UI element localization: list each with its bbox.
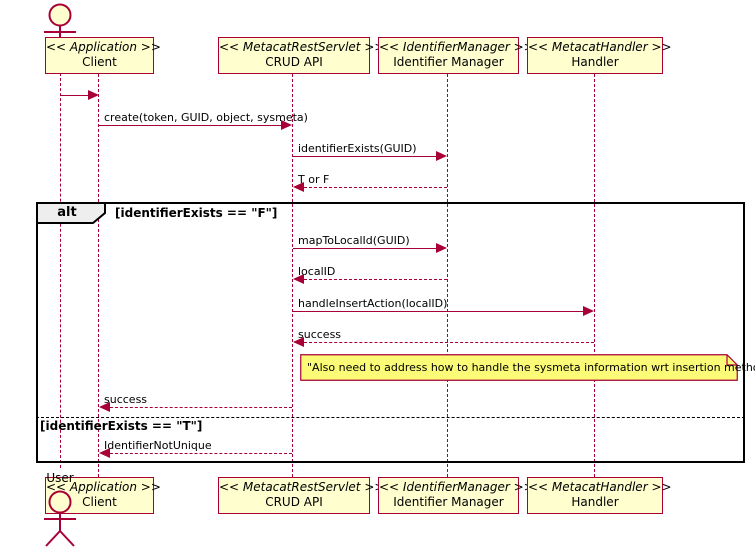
participant-stereotype: << MetacatHandler >> [528, 40, 672, 54]
message-label: success [104, 393, 148, 406]
participant-crud-api-top: << MetacatRestServlet >> CRUD API [218, 37, 385, 74]
message-label: mapToLocalId(GUID) [298, 234, 410, 247]
participant-handler-top: << MetacatHandler >> Handler [527, 37, 672, 74]
participant-stereotype: << MetacatHandler >> [528, 480, 672, 494]
participant-stereotype: << IdentifierManager >> [379, 40, 534, 54]
participant-crud-api-bottom: << MetacatRestServlet >> CRUD API [218, 477, 385, 514]
message-label: identifierExists(GUID) [298, 142, 417, 155]
participant-stereotype: << Application >> [46, 480, 161, 494]
actor-user-label-bottom: User [46, 471, 74, 485]
message-line [304, 279, 447, 280]
participant-stereotype: << IdentifierManager >> [379, 480, 534, 494]
lifeline-handler [594, 74, 595, 477]
message-line [304, 342, 594, 343]
message-label: T or F [298, 173, 330, 186]
participant-handler-bottom: << MetacatHandler >> Handler [527, 477, 672, 514]
alt-frame [36, 202, 745, 463]
message-label: success [298, 328, 342, 341]
message-label: IdentifierNotUnique [104, 439, 212, 452]
alt-operator-tab [37, 202, 106, 224]
message-arrowhead [293, 337, 304, 347]
participant-name: Handler [571, 55, 619, 69]
message-arrowhead [99, 402, 110, 412]
participant-stereotype: << MetacatRestServlet >> [219, 40, 385, 54]
participant-name: CRUD API [265, 495, 323, 509]
message-line [110, 407, 292, 408]
participant-identifier-manager-top: << IdentifierManager >> Identifier Manag… [378, 37, 534, 74]
participant-identifier-manager-bottom: << IdentifierManager >> Identifier Manag… [378, 477, 534, 514]
alt-operator-label: alt [57, 205, 77, 220]
lifeline-user [60, 73, 61, 468]
message-line [61, 95, 89, 96]
message-label: create(token, GUID, object, sysmeta) [104, 111, 308, 124]
lifeline-identifier-manager [447, 74, 448, 477]
message-arrowhead [436, 151, 447, 161]
message-arrowhead [293, 274, 304, 284]
note-text: "Also need to address how to handle the … [307, 361, 755, 374]
message-arrowhead [293, 182, 304, 192]
participant-stereotype: << MetacatRestServlet >> [219, 480, 385, 494]
message-line [99, 125, 282, 126]
participant-stereotype: << Application >> [46, 40, 161, 54]
message-line [110, 453, 292, 454]
message-arrowhead [88, 90, 99, 100]
message-arrowhead [436, 243, 447, 253]
message-arrowhead [281, 120, 292, 130]
message-arrowhead [99, 448, 110, 458]
alt-divider [36, 417, 745, 418]
participant-name: Identifier Manager [393, 495, 504, 509]
participant-name: CRUD API [265, 55, 323, 69]
message-arrowhead [583, 306, 594, 316]
message-line [293, 156, 438, 157]
message-line [304, 187, 447, 188]
note: "Also need to address how to handle the … [300, 354, 755, 381]
alt-guard-if: [identifierExists == "F"] [115, 206, 278, 220]
message-label: localID [298, 265, 336, 278]
lifeline-client [98, 74, 99, 477]
message-label: handleInsertAction(localID) [298, 297, 448, 310]
participant-name: Identifier Manager [393, 55, 504, 69]
participant-name: Client [82, 55, 117, 69]
note-shape [300, 354, 738, 381]
participant-name: Client [82, 495, 117, 509]
message-line [293, 248, 438, 249]
alt-guard-else: [identifierExists == "T"] [40, 419, 203, 433]
participant-name: Handler [571, 495, 619, 509]
participant-client-top: << Application >> Client [45, 37, 161, 74]
lifeline-crud-api [292, 74, 293, 477]
actor-user-icon-bottom [44, 490, 76, 547]
message-line [293, 311, 584, 312]
